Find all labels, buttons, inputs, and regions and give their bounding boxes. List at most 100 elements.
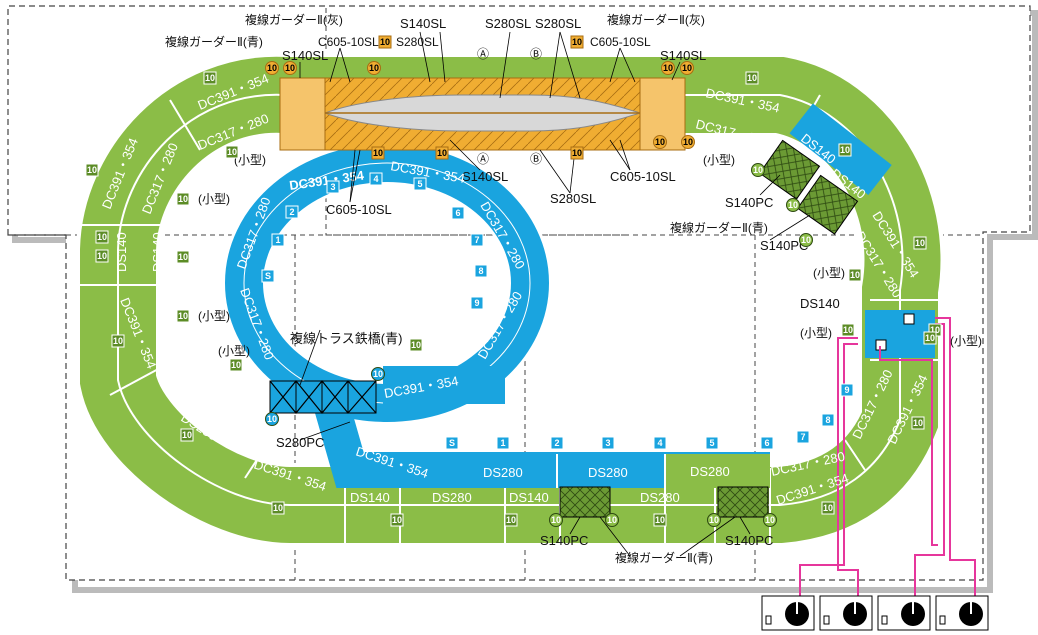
girder-blue-bottom-label: 複線ガーダーⅡ(青) [615,550,713,565]
badge-text: 10 [925,333,935,343]
badge-text: 10 [843,325,853,335]
badge-text: 10 [506,515,516,525]
badge-text: 5 [417,179,422,189]
badge-text: S [265,271,271,281]
leader-lines [299,31,811,557]
s280sl-label-b: S280SL [485,16,531,31]
badge-text: 10 [113,336,123,346]
badge-gsq-ten-1: 10 [745,71,759,85]
badge-bsq-n9-55: 9 [470,296,484,310]
outer-ds280-b1: DS280 [432,490,472,505]
badge-bsq-n6-52: 6 [451,206,465,220]
badge-text: 2 [554,438,559,448]
s280pc-label: S280PC [276,435,324,450]
badge-text: 10 [930,325,940,335]
badge-bsq-n5-61: 5 [705,436,719,450]
badge-text: 10 [747,73,757,83]
badge-text: 6 [455,208,460,218]
badge-text: 4 [373,174,378,184]
badge-text: 10 [765,515,775,525]
outer-ds140-r: DS140 [800,296,840,311]
c605-label-c: C605-10SL [610,169,676,184]
s280sl-label-d: S280SL [550,191,596,206]
badge-text: 10 [823,503,833,513]
badge-text: 10 [915,238,925,248]
badge-oc-ten-31: 10 [283,61,297,75]
badge-oc-ten-35: 10 [681,135,695,149]
badge-bsq-n4-60: 4 [653,436,667,450]
badge-text: 10 [178,252,188,262]
truss-label: 複線トラス鉄橋(青) [290,331,402,346]
badge-bsq-n6-62: 6 [760,436,774,450]
badge-text: 1 [275,235,280,245]
badge-gsq-ten-2: 10 [225,145,239,159]
badge-text: 10 [682,63,692,73]
badge-bsq-n1-47: 1 [271,233,285,247]
mark-b-bottom: Ⓑ [530,152,542,166]
badge-text: 8 [825,415,830,425]
badge-text: 10 [97,232,107,242]
badge-text: 10 [788,200,798,210]
misc-labels: (小型) (小型) (小型) (小型) (小型) (小型) (小型) (小型) … [198,153,982,565]
badge-text: 10 [709,515,719,525]
badge-gsq-ten-4: 10 [95,249,109,263]
badge-text: 10 [205,73,215,83]
girder-gray-left-label: 複線ガーダーⅡ(灰) [245,12,343,27]
badge-gc-ten-38: 10 [786,198,800,212]
girder-blue-left-label: 複線ガーダーⅡ(青) [165,34,263,49]
badge-oc-ten-34: 10 [367,61,381,75]
small-label-1: (小型) [234,153,266,167]
small-label-2: (小型) [198,192,230,206]
badge-gsq-ten-8: 10 [176,309,190,323]
badge-text: 10 [231,360,241,370]
small-label-7: (小型) [800,326,832,340]
badge-text: 8 [478,266,483,276]
badge-text: 10 [753,165,763,175]
badge-osq-ten-28: 10 [435,146,449,160]
badge-text: 2 [289,207,294,217]
badge-text: 10 [178,311,188,321]
small-label-3: (小型) [198,309,230,323]
badge-text: 10 [97,251,107,261]
badge-gsq-ten-6: 10 [176,192,190,206]
s140pc-tr-label: S140PC [725,195,773,210]
controller-3 [877,595,931,631]
badge-gsq-ten-14: 10 [504,513,518,527]
badge-text: 10 [182,430,192,440]
s140sl-label-c: S140SL [660,48,706,63]
badge-gsq-ten-16: 10 [821,501,835,515]
badge-osq-ten-26: 10 [570,35,584,49]
mark-a-top: Ⓐ [477,47,489,61]
c605-label-b: C605-10SL [590,35,651,49]
inner-track-loop [222,141,770,488]
badge-gsq-ten-23: 10 [911,416,925,430]
badge-gc-ten-43: 10 [763,513,777,527]
mark-a-bottom: Ⓐ [477,152,489,166]
badge-text: 10 [267,414,277,424]
outer-ds140-l1: DS140 [114,232,129,272]
outer-ds140-b2: DS140 [509,490,549,505]
badge-text: 10 [683,137,693,147]
badge-gc-ten-41: 10 [605,513,619,527]
badge-bsq-s-48: S [261,269,275,283]
badge-text: 9 [844,385,849,395]
c605-label-a: C605-10SL [318,35,379,49]
truss-bridge [269,380,377,414]
badge-text: 10 [840,145,850,155]
badge-gsq-ten-0: 10 [203,71,217,85]
badge-gc-ten-42: 10 [707,513,721,527]
badge-gsq-ten-20: 10 [841,323,855,337]
small-label-4: (小型) [218,344,250,358]
badge-text: 10 [913,418,923,428]
badge-text: 10 [392,515,402,525]
badge-text: 10 [227,147,237,157]
controller-2 [819,595,873,631]
wiring [799,317,976,600]
s140pc-b2-label: S140PC [725,533,773,548]
badge-text: 10 [87,165,97,175]
badge-bsq-n1-57: 1 [496,436,510,450]
badge-text: 10 [572,37,582,47]
s280sl-label-a: S280SL [396,35,439,49]
badge-gsq-ten-22: 10 [923,331,937,345]
